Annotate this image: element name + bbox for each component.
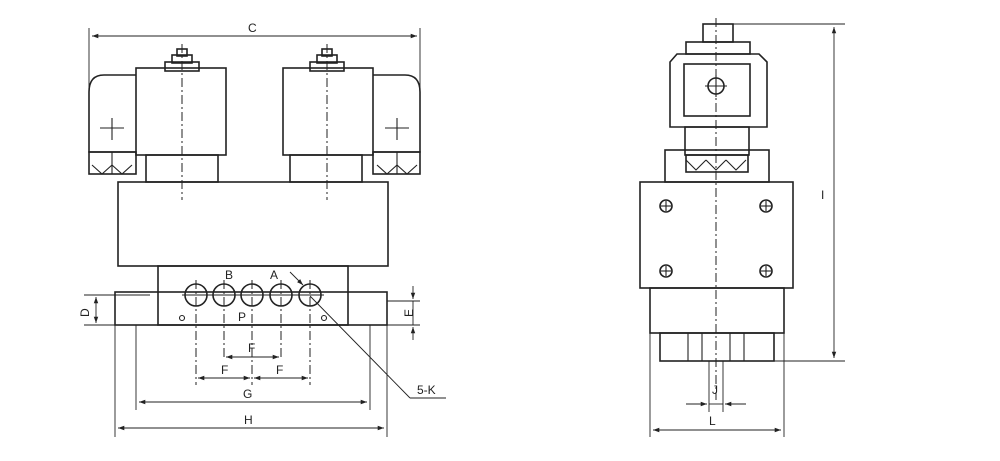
dim-d-label: D (78, 308, 92, 317)
dim-c-label: C (248, 21, 257, 35)
mounting-hole-right (320, 314, 328, 322)
k-leader-line (309, 295, 411, 399)
dim-e-label: E (402, 309, 416, 317)
left-solenoid (88, 44, 227, 200)
coil-housing (669, 53, 768, 128)
screw-icon (759, 199, 773, 213)
dim-f-right-label: F (276, 363, 283, 377)
screw-icons (659, 199, 773, 278)
dim-h-label: H (244, 413, 253, 427)
main-block (117, 181, 389, 267)
mounting-hole-left (178, 314, 186, 322)
dim-f-top-label: F (248, 341, 255, 355)
front-view: B A P 5-K C D E F F F (78, 21, 446, 437)
side-base (649, 287, 785, 334)
screw-icon (659, 199, 673, 213)
base-flange (114, 291, 388, 326)
screw-icon (759, 264, 773, 278)
coil-window (683, 63, 751, 117)
right-solenoid (282, 44, 421, 200)
port-b-label: B (225, 268, 233, 282)
side-fitting (659, 332, 775, 362)
port-row (178, 280, 328, 385)
port-k-label: 5-K (417, 383, 436, 397)
dim-i-label: I (821, 188, 824, 202)
dim-g-label: G (243, 387, 252, 401)
dim-l-label: L (709, 414, 716, 428)
port-a-label: A (270, 268, 278, 282)
side-view: I J L (639, 18, 845, 437)
screw-icon (659, 264, 673, 278)
port-p-label: P (238, 310, 246, 324)
dim-j-label: J (712, 383, 718, 397)
dim-f-left-label: F (221, 363, 228, 377)
